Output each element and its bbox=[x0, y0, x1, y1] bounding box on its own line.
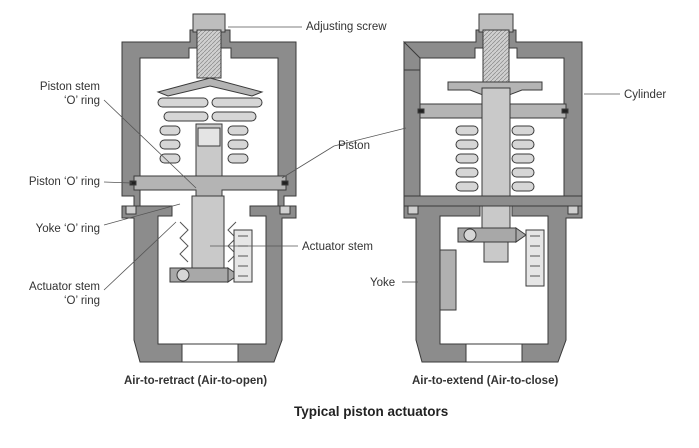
leader-piston-stem-o-ring bbox=[103, 99, 197, 189]
left-piston bbox=[133, 175, 287, 197]
left-yoke-bolt-l bbox=[125, 205, 137, 215]
leader-piston-o-ring bbox=[103, 181, 133, 184]
right-yoke-bolt-r bbox=[567, 205, 579, 215]
leader-piston-right bbox=[333, 127, 407, 147]
caption-right-actuator: Air-to-extend (Air-to-close) bbox=[412, 375, 559, 387]
diagram-title: Typical piston actuators bbox=[294, 404, 449, 419]
left-actuator-stem bbox=[191, 195, 225, 271]
right-adjusting-screw bbox=[478, 13, 514, 33]
left-adjusting-screw bbox=[192, 13, 226, 33]
left-screw-thread bbox=[196, 29, 222, 79]
right-scale-ticks bbox=[530, 235, 540, 277]
label-yoke: Yoke bbox=[370, 277, 396, 289]
right-pointer bbox=[515, 227, 527, 243]
label-yoke-o-ring: Yoke ‘O’ ring bbox=[35, 223, 100, 235]
leader-lines bbox=[103, 26, 620, 291]
right-actuator bbox=[403, 13, 583, 363]
caption-left-actuator: Air-to-retract (Air-to-open) bbox=[124, 375, 268, 387]
left-piston-o-ring-mark-r bbox=[281, 180, 289, 186]
right-piston-o-ring-mark bbox=[417, 108, 425, 114]
label-piston-stem-o-ring-line2: ‘O’ ring bbox=[64, 95, 100, 107]
label-actuator-stem-o-ring-line2: ‘O’ ring bbox=[64, 295, 100, 307]
label-actuator-stem: Actuator stem bbox=[302, 241, 373, 253]
left-yoke-bolt-r bbox=[279, 205, 291, 215]
label-cylinder: Cylinder bbox=[624, 89, 667, 101]
right-piston-rod bbox=[481, 87, 511, 229]
left-spring bbox=[157, 97, 263, 164]
right-connector-bolt bbox=[463, 228, 477, 242]
left-actuator bbox=[121, 13, 297, 363]
left-yoke bbox=[121, 205, 297, 363]
left-yoke-bottom-opening bbox=[181, 343, 239, 363]
right-piston-o-ring-mark-r bbox=[561, 108, 569, 114]
right-yoke-bottom-opening bbox=[465, 343, 523, 363]
label-piston-o-ring: Piston ‘O’ ring bbox=[28, 176, 100, 188]
label-piston: Piston bbox=[338, 140, 370, 152]
left-rod-nut bbox=[197, 127, 221, 147]
label-piston-stem-o-ring-line1: Piston stem bbox=[39, 81, 100, 93]
leader-yoke-o-ring bbox=[103, 203, 181, 226]
label-actuator-stem-o-ring: Actuator stem ‘O’ ring bbox=[10, 280, 100, 308]
label-actuator-stem-o-ring-line1: Actuator stem bbox=[29, 281, 100, 293]
leader-piston-left bbox=[281, 145, 335, 179]
left-spring-seat bbox=[156, 77, 264, 97]
right-spring bbox=[455, 125, 535, 192]
right-screw-thread bbox=[482, 29, 510, 83]
label-piston-stem-o-ring: Piston stem ‘O’ ring bbox=[30, 80, 100, 108]
right-yoke-slot bbox=[439, 249, 457, 311]
right-cylinder-bottom bbox=[403, 195, 583, 207]
left-connector-bolt bbox=[176, 268, 190, 282]
label-adjusting-screw: Adjusting screw bbox=[306, 21, 387, 33]
left-pointer bbox=[227, 267, 239, 283]
right-travel-scale bbox=[525, 229, 545, 287]
right-housing-vent bbox=[403, 40, 421, 71]
right-yoke-bolt-l bbox=[407, 205, 419, 215]
right-actuator-stem-lower bbox=[483, 241, 509, 263]
leader-actuator-stem-o-ring bbox=[103, 221, 177, 291]
